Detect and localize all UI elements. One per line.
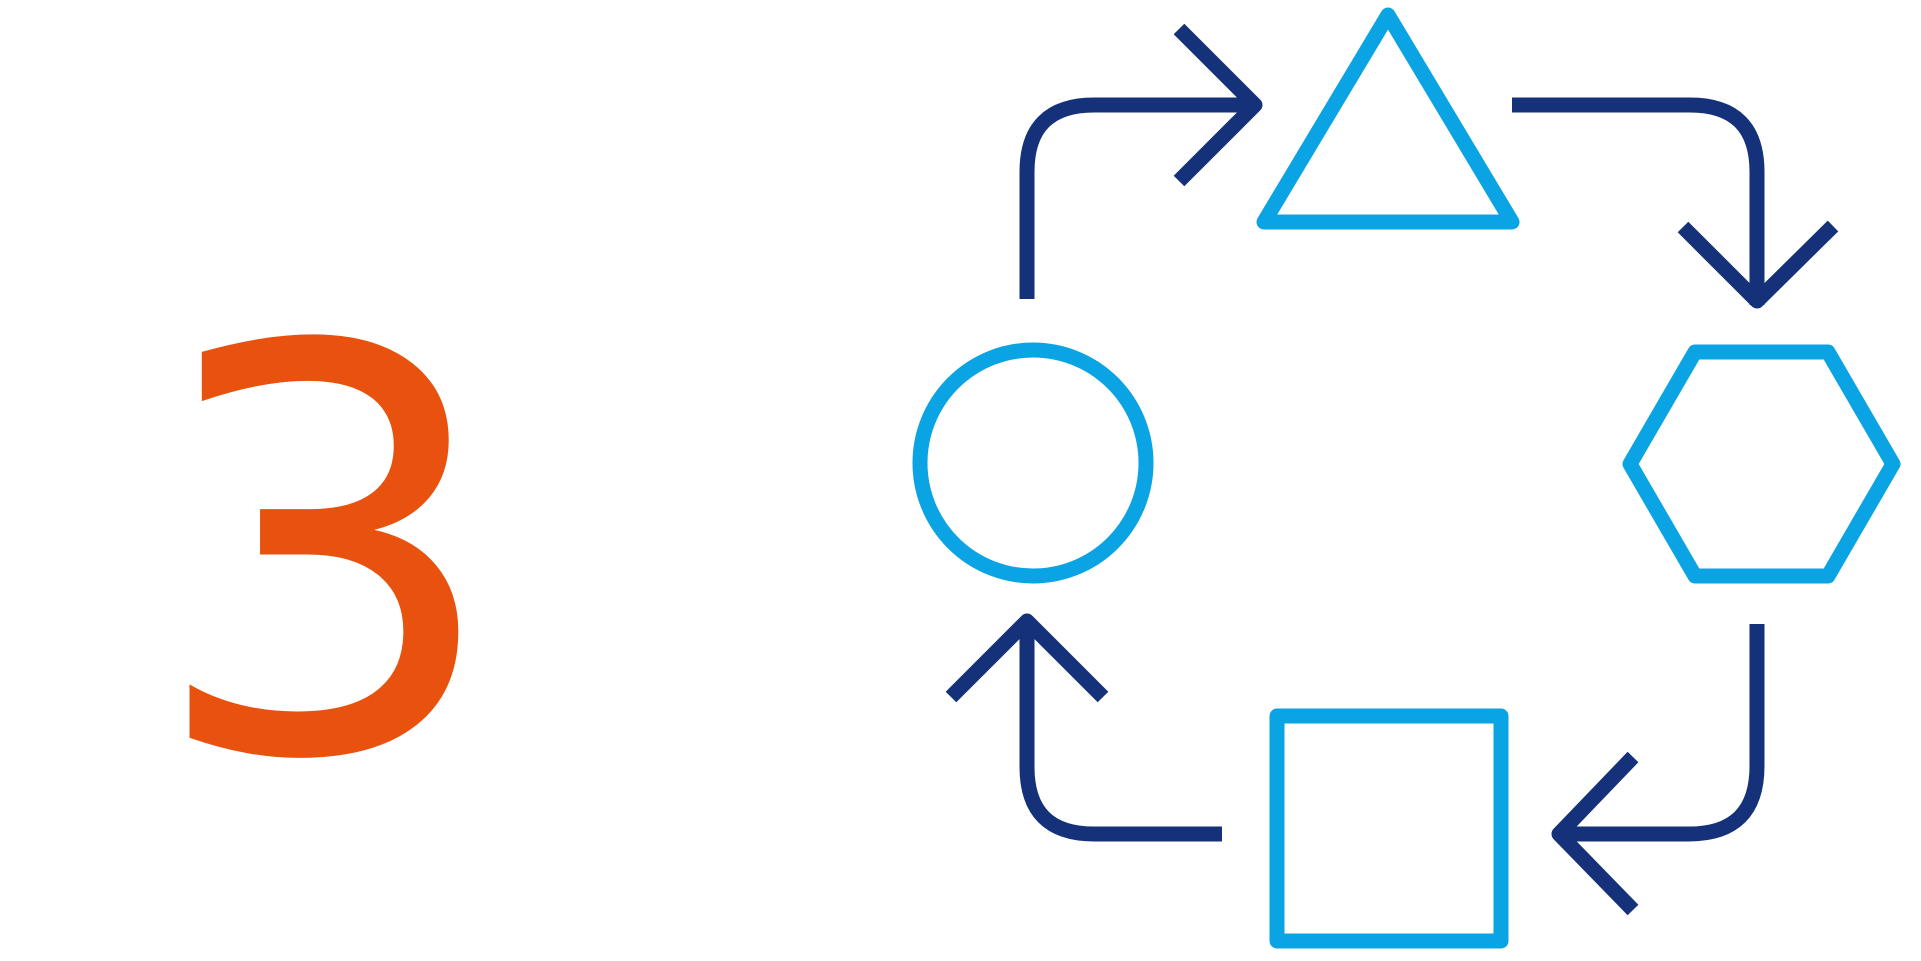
arrow-up-icon: [945, 613, 1109, 703]
connector-line: [1019, 622, 1222, 842]
connector-line: [1019, 97, 1250, 299]
arrow-down-icon: [1677, 220, 1839, 309]
step-number: 3: [147, 231, 503, 883]
step-number-label: 3: [160, 262, 490, 782]
triangle-icon: [1256, 7, 1520, 230]
arrow-right-icon: [1173, 23, 1263, 187]
square-icon: [1269, 708, 1509, 949]
step-number-graphic: 3: [147, 231, 503, 883]
arrow-hexagon-to-square: [1551, 624, 1765, 916]
arrow-circle-to-triangle: [1019, 23, 1263, 299]
arrow-left-icon: [1551, 751, 1639, 916]
hexagon-icon: [1622, 344, 1901, 584]
arrow-triangle-to-hexagon: [1512, 97, 1839, 309]
connector-line: [1512, 97, 1765, 305]
connector-line: [1564, 624, 1765, 842]
circle-icon: [912, 342, 1154, 584]
arrow-square-to-circle: [945, 613, 1222, 842]
